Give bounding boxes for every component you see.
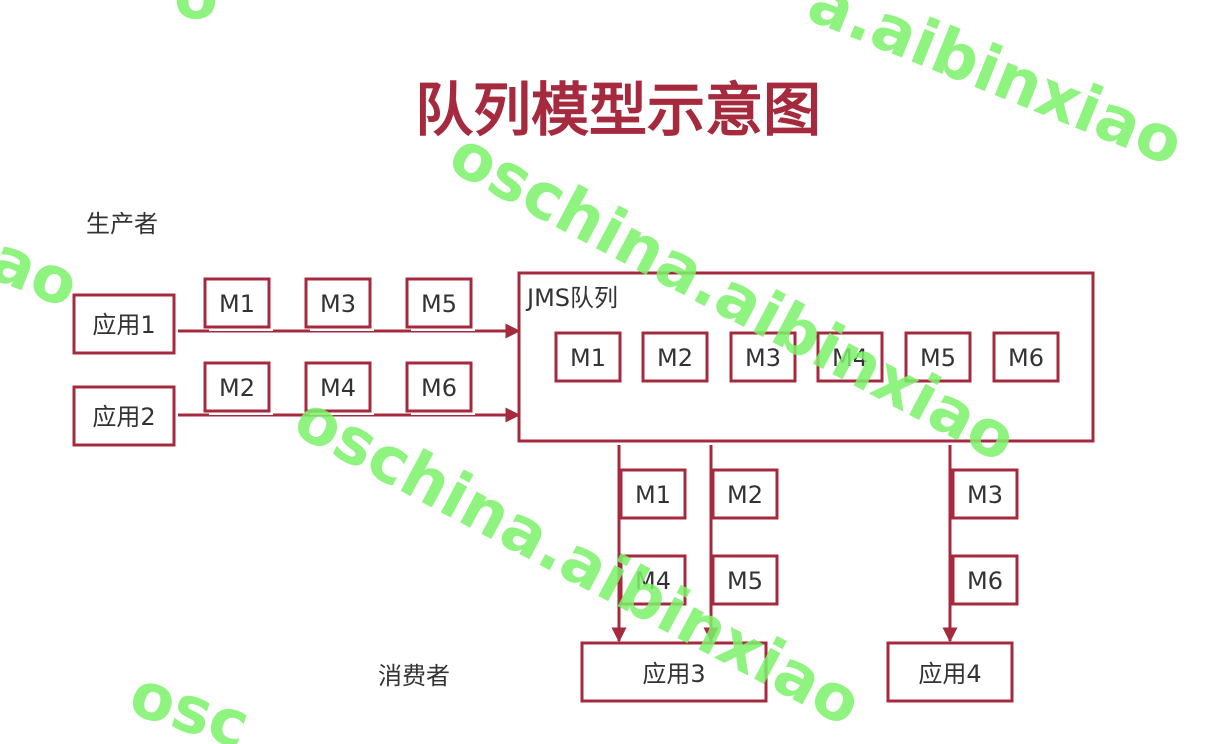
watermark-fragment-top-left: o bbox=[174, 0, 218, 34]
consumer-msg-label: M1 bbox=[635, 481, 671, 509]
queue-msg-label: M5 bbox=[920, 344, 956, 372]
producer-msg-row2-1: M2 bbox=[203, 361, 273, 415]
queue-msg-4: M4 bbox=[816, 331, 886, 385]
consumer-msg-lane3-2: M6 bbox=[951, 554, 1021, 608]
producer-msg-row2-2: M4 bbox=[304, 361, 374, 415]
watermark-fragment-bottom-left: osc bbox=[121, 657, 258, 744]
producer-msg-row2-3: M6 bbox=[405, 361, 475, 415]
queue-msg-6: M6 bbox=[992, 331, 1062, 385]
consumer-msg-label: M4 bbox=[635, 567, 671, 595]
producer-msg-row1-2: M3 bbox=[304, 277, 374, 331]
app1-label: 应用1 bbox=[92, 311, 155, 339]
consumer-msg-lane2-1: M2 bbox=[711, 468, 781, 522]
queue-msg-label: M1 bbox=[570, 344, 606, 372]
app3-box: 应用3 bbox=[580, 641, 770, 705]
queue-msg-label: M6 bbox=[1008, 344, 1044, 372]
app2-label: 应用2 bbox=[92, 403, 155, 431]
app4-box: 应用4 bbox=[886, 641, 1016, 705]
queue-msg-2: M2 bbox=[641, 331, 711, 385]
producer-msg-label: M1 bbox=[219, 290, 255, 318]
producer-label: 生产者 bbox=[86, 210, 158, 238]
app2-box: 应用2 bbox=[72, 385, 178, 449]
consumer-msg-label: M5 bbox=[727, 567, 763, 595]
queue-msg-label: M4 bbox=[832, 344, 868, 372]
producer-msg-label: M2 bbox=[219, 374, 255, 402]
queue-msg-label: M2 bbox=[657, 344, 693, 372]
producer-msg-row1-3: M5 bbox=[405, 277, 475, 331]
queue-msg-3: M3 bbox=[729, 331, 799, 385]
app3-label: 应用3 bbox=[642, 660, 705, 688]
consumer-msg-label: M2 bbox=[727, 481, 763, 509]
consumer-label: 消费者 bbox=[378, 662, 450, 690]
producer-msg-row1-1: M1 bbox=[203, 277, 273, 331]
consumer-msg-label: M3 bbox=[967, 481, 1003, 509]
diagram-title: 队列模型示意图 bbox=[415, 76, 821, 144]
producer-msg-label: M4 bbox=[320, 374, 356, 402]
queue-msg-label: M3 bbox=[745, 344, 781, 372]
jms-queue-label: JMS队列 bbox=[525, 284, 618, 312]
queue-msg-5: M5 bbox=[904, 331, 974, 385]
producer-msg-label: M3 bbox=[320, 290, 356, 318]
app4-label: 应用4 bbox=[918, 660, 981, 688]
consumer-msg-label: M6 bbox=[967, 567, 1003, 595]
producer-msg-label: M5 bbox=[421, 290, 457, 318]
consumer-msg-lane3-1: M3 bbox=[951, 468, 1021, 522]
app1-box: 应用1 bbox=[72, 293, 178, 357]
consumer-msg-lane1-1: M1 bbox=[619, 468, 689, 522]
consumer-msg-lane1-2: M4 bbox=[619, 554, 689, 608]
watermark-fragment-top-right: a.aibinxiao bbox=[798, 0, 1193, 181]
queue-msg-1: M1 bbox=[554, 331, 624, 385]
consumer-msg-lane2-2: M5 bbox=[711, 554, 781, 608]
producer-msg-label: M6 bbox=[421, 374, 457, 402]
